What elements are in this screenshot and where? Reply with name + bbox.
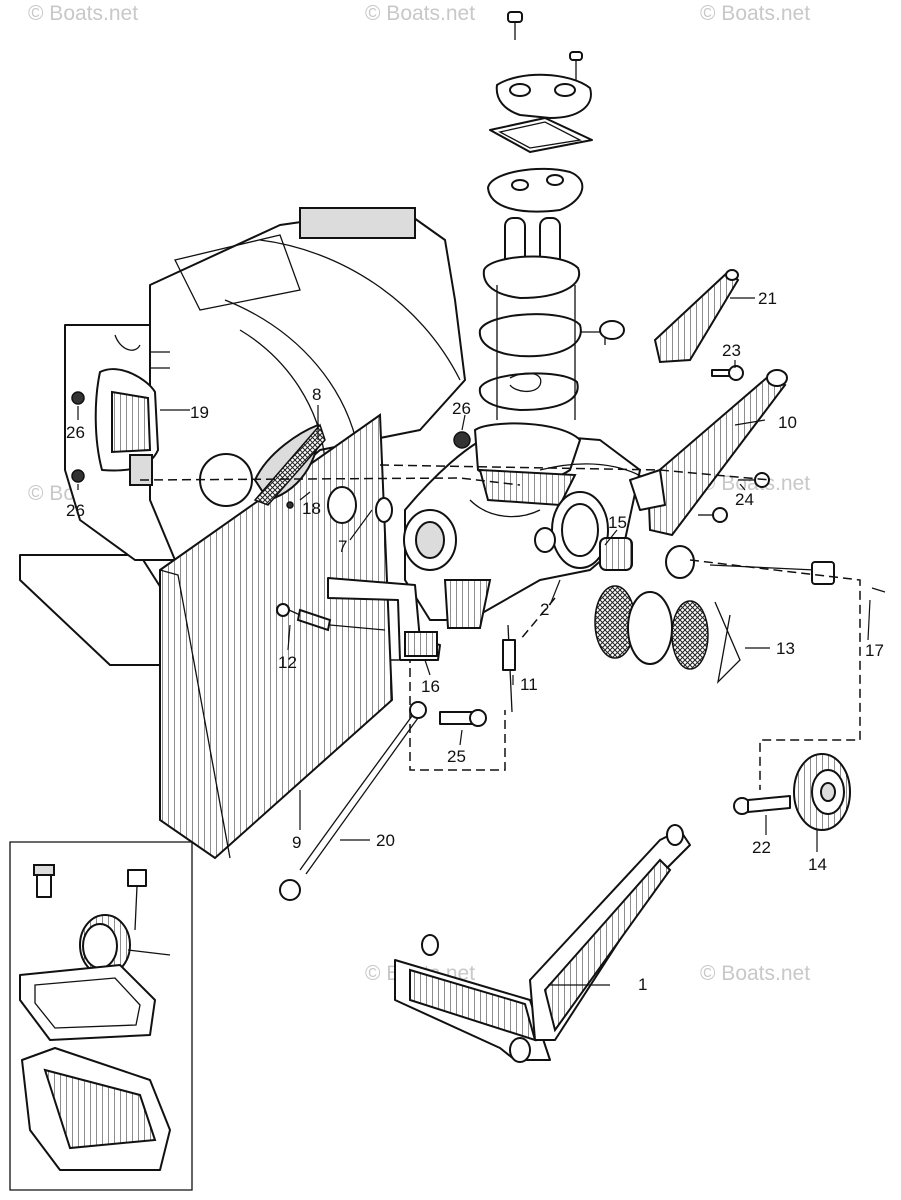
part-10-arm	[629, 369, 788, 537]
top-screw	[507, 11, 583, 80]
filter-set	[594, 585, 741, 684]
callout-11: 11	[520, 675, 538, 694]
watermark: © Boats.net	[365, 2, 475, 25]
part-7-ring	[375, 497, 393, 523]
watermark: © Boats.net	[28, 2, 138, 25]
callout-13: 13	[776, 639, 795, 658]
part-20-cable	[279, 701, 427, 901]
part-23-screw	[711, 365, 744, 381]
callout-21: 21	[758, 289, 777, 308]
part-26-nut	[71, 469, 85, 483]
leader-lines	[77, 297, 871, 986]
callout-19: 19	[190, 403, 209, 422]
part-19-cover	[94, 368, 159, 486]
part-15-knob	[599, 537, 695, 579]
part-22-bolt	[733, 795, 791, 815]
part-8-gasket	[253, 423, 326, 506]
callout-2: 2	[540, 600, 549, 619]
part-16-bracket	[327, 577, 441, 661]
callout-23: 23	[722, 341, 741, 360]
part-18-pin	[286, 501, 294, 509]
callout-24: 24	[735, 490, 754, 509]
watermark: © Boats.net	[700, 2, 810, 25]
callout-10: 10	[778, 413, 797, 432]
callout-26: 26	[66, 423, 85, 442]
top-plate-stack	[478, 73, 625, 420]
callout-7: 7	[338, 537, 347, 556]
alignment-lines	[139, 464, 861, 790]
part-18-o-ring	[327, 486, 357, 524]
part-11-link	[502, 624, 516, 713]
callout-26: 26	[66, 501, 85, 520]
part-17-pin	[871, 587, 886, 593]
callout-18: 18	[302, 499, 321, 518]
part-13-rod	[709, 561, 835, 585]
part-1-bracket	[394, 824, 691, 1063]
inset-kit	[9, 841, 193, 1191]
callout-9: 9	[292, 833, 301, 852]
watermark: © Boats.net	[700, 962, 810, 985]
callout-12: 12	[278, 653, 297, 672]
callout-labels: 1 2 7 8 9 10 11 12 13 14 15 16 17 18 19 …	[66, 289, 884, 994]
callout-14: 14	[808, 855, 827, 874]
part-26-nut	[71, 391, 85, 405]
callout-15: 15	[608, 513, 627, 532]
callout-26: 26	[452, 399, 471, 418]
callout-25: 25	[447, 747, 466, 766]
callout-16: 16	[421, 677, 440, 696]
part-21-bracket	[653, 269, 740, 364]
callout-20: 20	[376, 831, 395, 850]
part-14-gear	[793, 753, 851, 831]
part-12-spring	[276, 603, 386, 632]
part-26-nut	[453, 431, 471, 449]
callout-8: 8	[312, 385, 321, 404]
callout-17: 17	[865, 641, 884, 660]
part-25-bolt	[439, 709, 487, 727]
callout-22: 22	[752, 838, 771, 857]
callout-1: 1	[638, 975, 647, 994]
